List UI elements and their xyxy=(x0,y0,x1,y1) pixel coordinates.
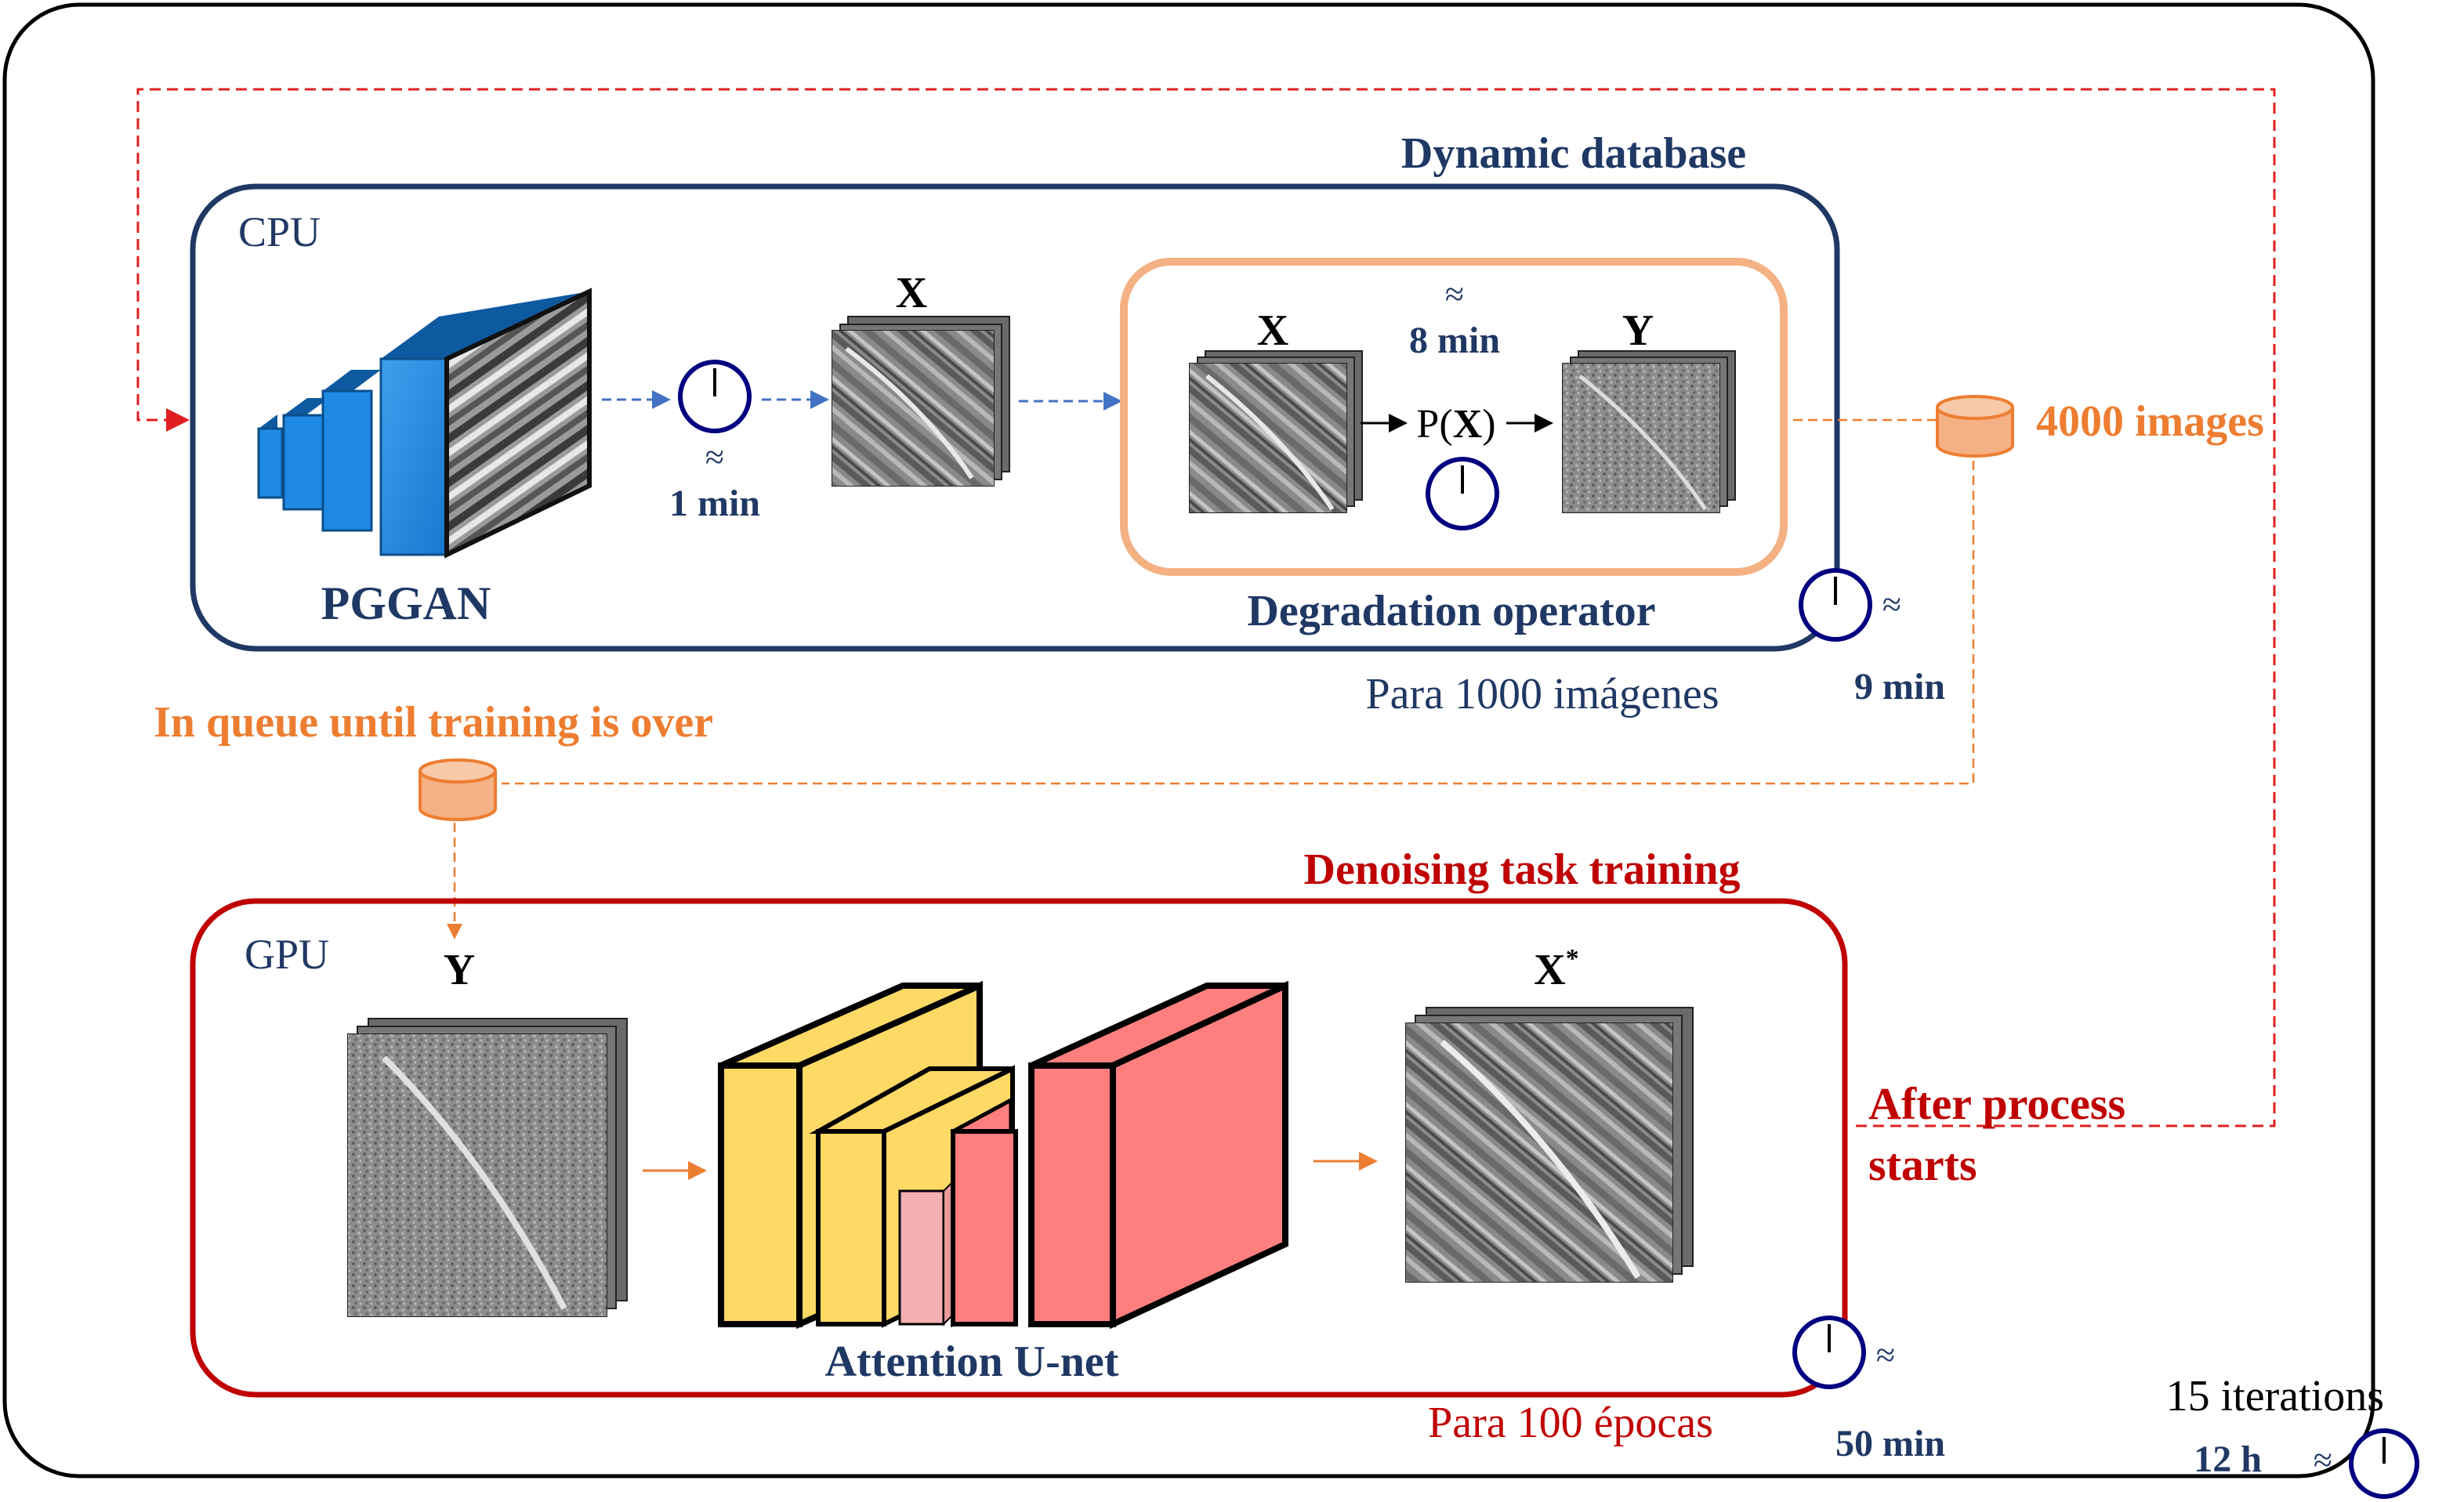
queue-database-icon xyxy=(419,758,497,821)
cpu-total-clock-icon xyxy=(1799,568,1872,642)
after-process-line2: starts xyxy=(1868,1139,1977,1190)
degradation-time-approx: ≈ xyxy=(1445,275,1464,313)
cpu-label: CPU xyxy=(238,208,321,255)
gpu-note: Para 100 épocas xyxy=(1428,1399,1713,1447)
gpu-y-label: Y xyxy=(444,946,475,994)
images-count-label: 4000 images xyxy=(2036,397,2264,446)
iterations-label: 15 iterations xyxy=(2166,1372,2384,1421)
degradation-x-label: X xyxy=(1257,306,1288,355)
outer-frame xyxy=(2,2,2375,1478)
attention-unet xyxy=(718,980,1288,1330)
x-label-1: X xyxy=(896,269,927,317)
degradation-title: Degradation operator xyxy=(1247,587,1655,635)
gpu-total-clock-icon xyxy=(1792,1316,1866,1389)
link-db-to-queue xyxy=(502,461,1975,785)
queue-label: In queue until training is over xyxy=(154,698,713,747)
degradation-y-stack xyxy=(1562,350,1736,513)
degradation-x-stack xyxy=(1189,350,1363,513)
overall-total-value: 12 h xyxy=(2194,1439,2262,1480)
cpu-box xyxy=(190,183,1840,652)
gpu-label: GPU xyxy=(245,931,329,978)
time-value-1: 1 min xyxy=(669,483,760,524)
cpu-note: Para 1000 imágenes xyxy=(1366,670,1719,718)
gpu-y-stack xyxy=(347,1018,628,1317)
pggan-network xyxy=(257,288,592,559)
unet-label: Attention U-net xyxy=(825,1337,1119,1386)
gpu-total-approx: ≈ xyxy=(1876,1336,1895,1374)
clock-icon xyxy=(678,360,752,433)
x-image-stack xyxy=(832,316,1010,487)
cpu-total-value: 9 min xyxy=(1854,666,1945,708)
cpu-total-approx: ≈ xyxy=(1882,585,1901,624)
degradation-y-label: Y xyxy=(1622,306,1654,355)
degradation-clock-icon xyxy=(1426,457,1499,530)
gpu-total-value: 50 min xyxy=(1835,1423,1945,1464)
time-approx-1: ≈ xyxy=(705,438,724,476)
x-star-label: X* xyxy=(1534,944,1578,994)
gpu-box xyxy=(190,898,1848,1398)
database-icon xyxy=(1936,395,2014,458)
gpu-title: Denoising task training xyxy=(1304,845,1741,894)
overall-total-approx: ≈ xyxy=(2314,1441,2332,1479)
operator-label: P(X) xyxy=(1416,402,1495,447)
degradation-box xyxy=(1120,258,1788,576)
after-process-line1: After process xyxy=(1868,1078,2125,1129)
overall-clock-icon xyxy=(2349,1428,2419,1499)
feedback-loop-line xyxy=(136,88,2276,1127)
degradation-time-value: 8 min xyxy=(1409,320,1500,361)
dynamic-database-title: Dynamic database xyxy=(1401,129,1746,178)
x-star-stack xyxy=(1405,1007,1694,1283)
pggan-label: PGGAN xyxy=(321,577,491,629)
